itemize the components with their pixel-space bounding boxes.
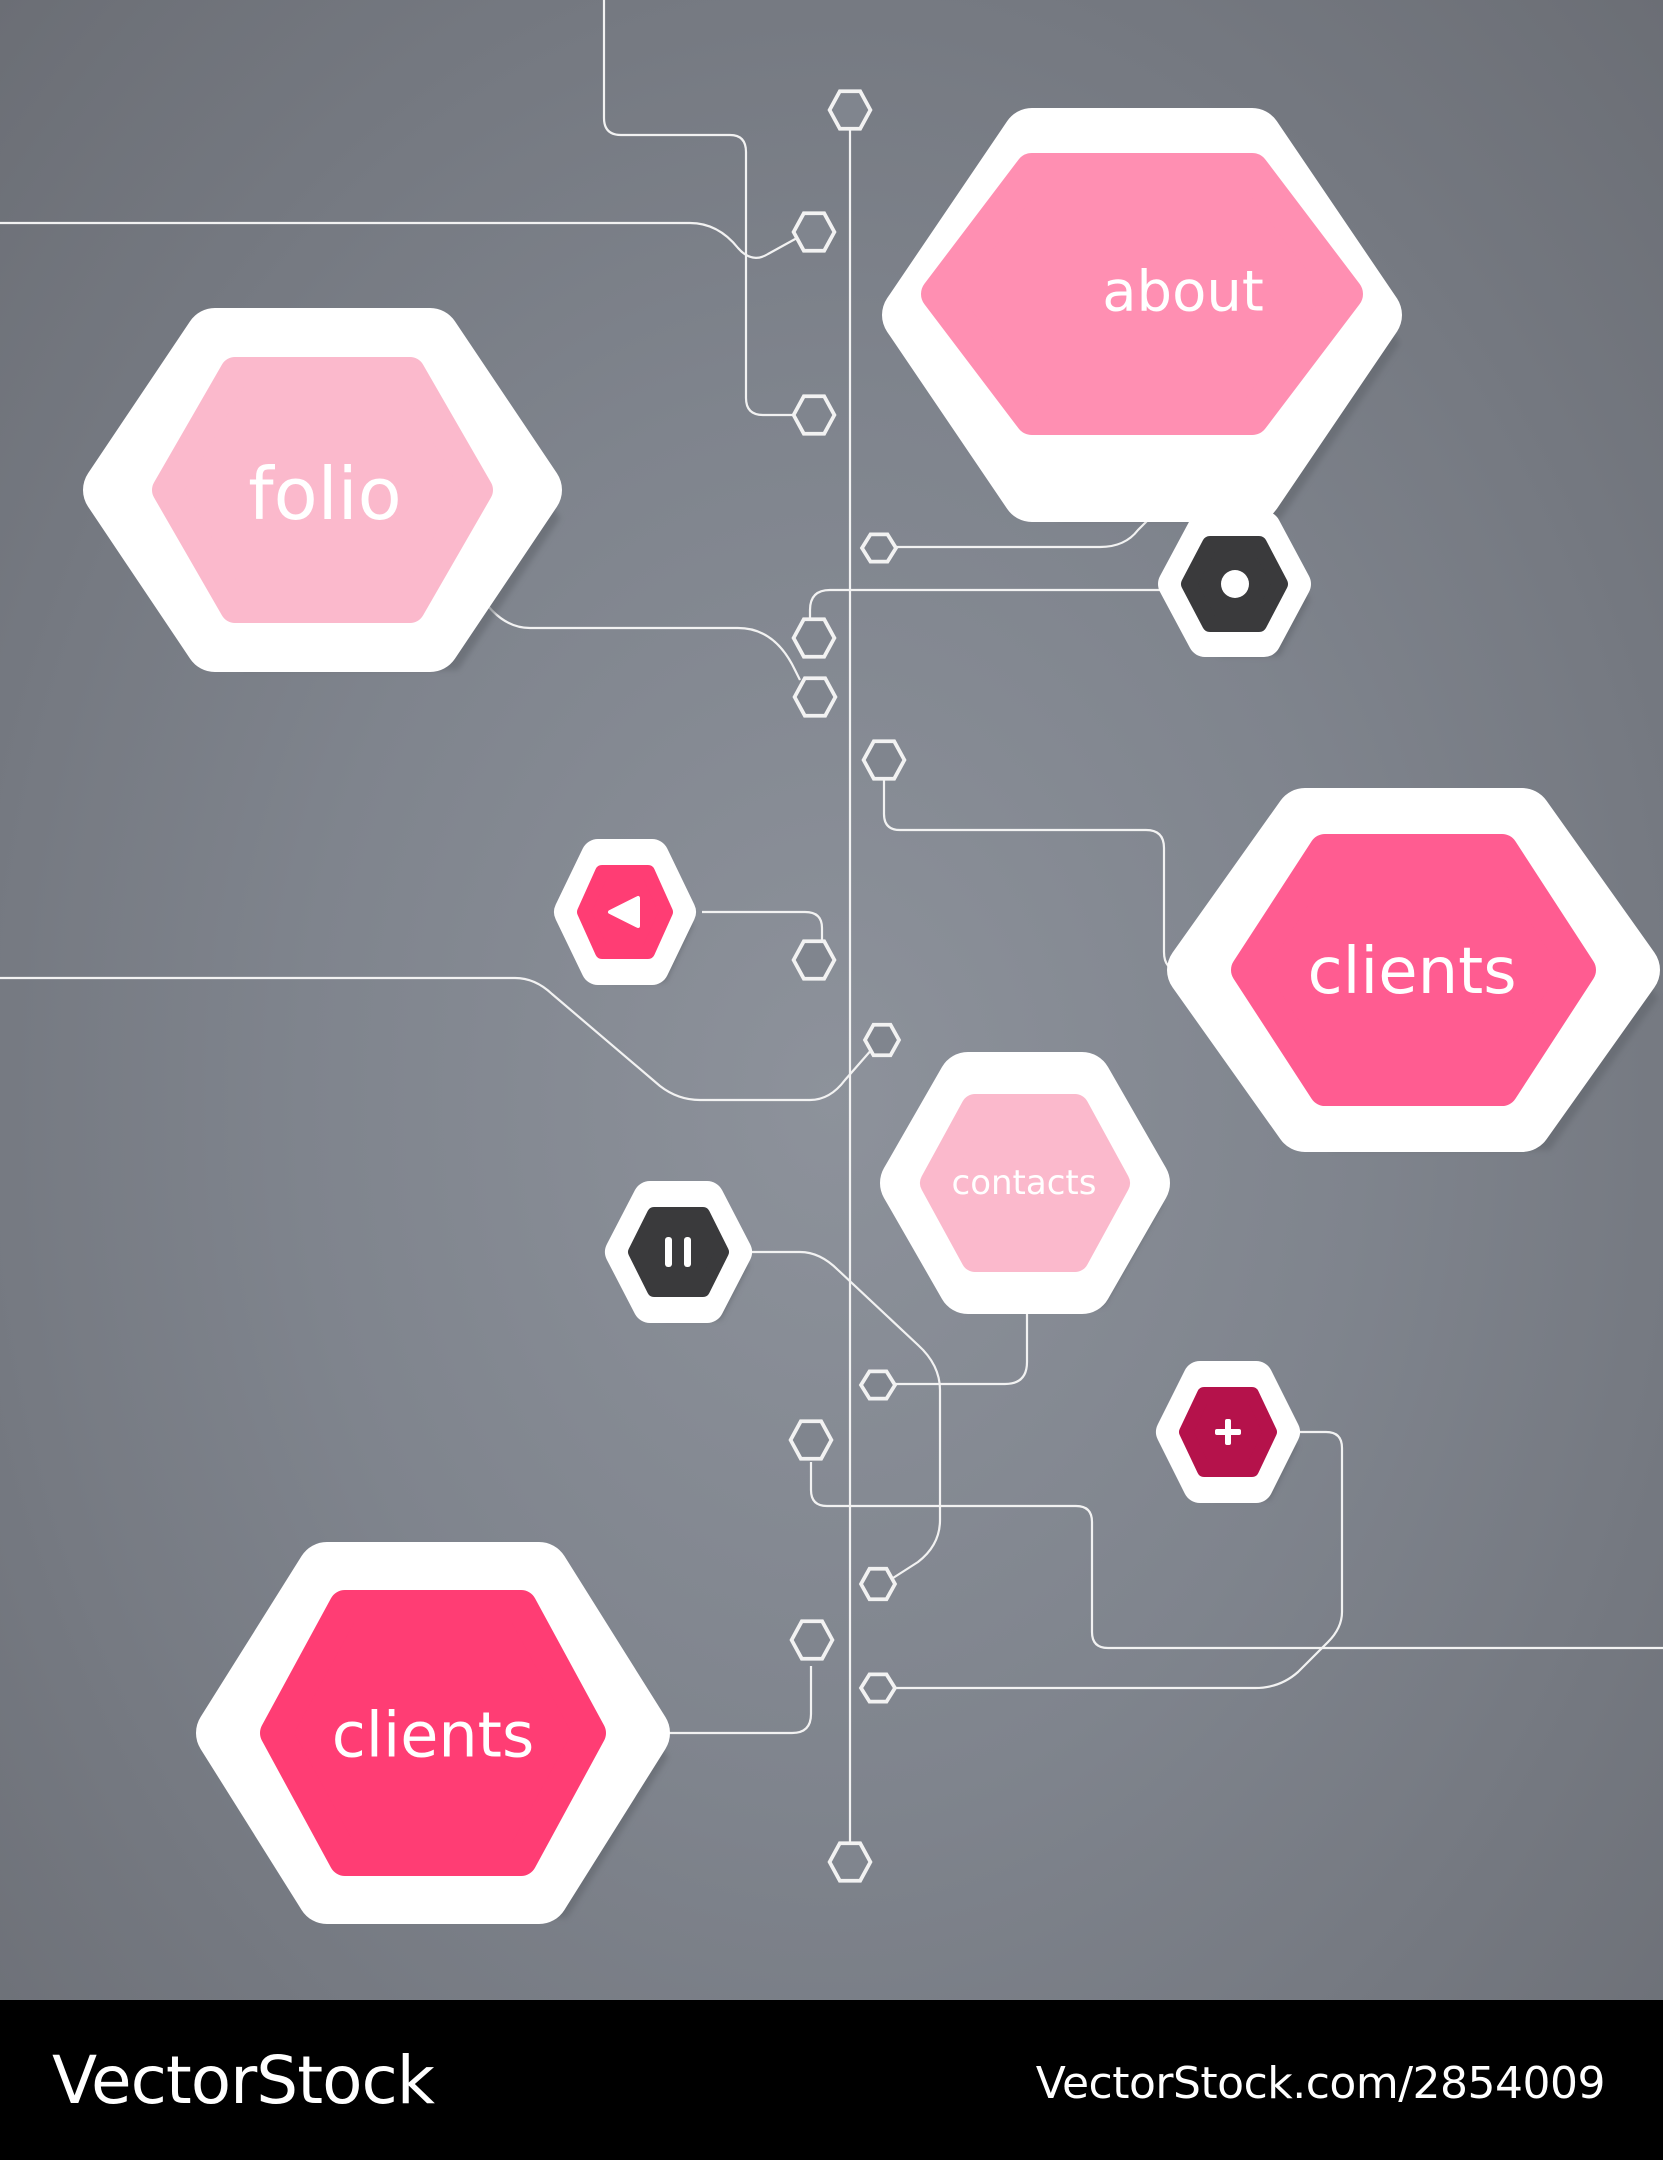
hex-face (260, 1590, 606, 1876)
junction-node (858, 1566, 898, 1602)
pause-button[interactable] (605, 1181, 752, 1323)
hex-face (1231, 834, 1596, 1106)
back-button[interactable] (554, 839, 696, 985)
plus-icon (1215, 1419, 1241, 1445)
connector (808, 588, 1164, 638)
junction-node (859, 532, 899, 564)
junction-node (858, 1369, 898, 1401)
gear-icon (1221, 570, 1249, 598)
connector (660, 1666, 813, 1735)
hex-face (921, 153, 1363, 435)
connector (893, 1310, 1029, 1386)
connector (893, 1430, 1344, 1690)
clients-label: clients (1307, 935, 1516, 1009)
play-left-icon (608, 896, 640, 928)
menu-item-clients[interactable]: clients (196, 1542, 670, 1924)
menu-item-clients[interactable]: clients (1167, 788, 1660, 1152)
junction-node (792, 676, 838, 718)
add-button[interactable] (1156, 1361, 1300, 1503)
junction-node (827, 1841, 873, 1883)
connector (882, 780, 1214, 972)
watermark-url: VectorStock.com/2854009 (1035, 2058, 1606, 2109)
junction-node (789, 1619, 835, 1661)
connector (602, 0, 797, 417)
junction-node (862, 1022, 902, 1058)
junction-node (858, 1672, 898, 1704)
connector (0, 976, 881, 1102)
hex-face (920, 1094, 1130, 1272)
clients-label: clients (332, 1699, 535, 1772)
watermark-bar: VectorStock VectorStock.com/2854009 (0, 2000, 1663, 2160)
contacts-label: contacts (952, 1163, 1097, 1203)
connector (748, 1250, 942, 1579)
junction-node (861, 739, 907, 781)
connector (477, 591, 801, 681)
junction-node (791, 617, 837, 659)
settings-button[interactable] (1158, 511, 1311, 657)
junction-node (788, 1419, 834, 1461)
connector (0, 221, 798, 259)
junction-nodes (788, 89, 907, 1883)
folio-label: folio (248, 452, 401, 536)
junction-node (791, 211, 837, 253)
connector (702, 910, 824, 948)
diagram-canvas: about folio clients contacts (0, 0, 1663, 2000)
about-label: about (1102, 260, 1264, 325)
hex-face (152, 357, 493, 623)
junction-node (791, 394, 837, 436)
menu-item-contacts[interactable]: contacts (880, 1052, 1170, 1314)
pause-icon (665, 1237, 691, 1267)
menu-item-folio[interactable]: folio (83, 308, 562, 672)
connector (809, 1462, 1663, 1650)
junction-node (791, 939, 837, 981)
watermark-brand: VectorStock (52, 2042, 435, 2119)
junction-node (827, 89, 873, 131)
menu-item-about[interactable]: about (882, 108, 1402, 522)
